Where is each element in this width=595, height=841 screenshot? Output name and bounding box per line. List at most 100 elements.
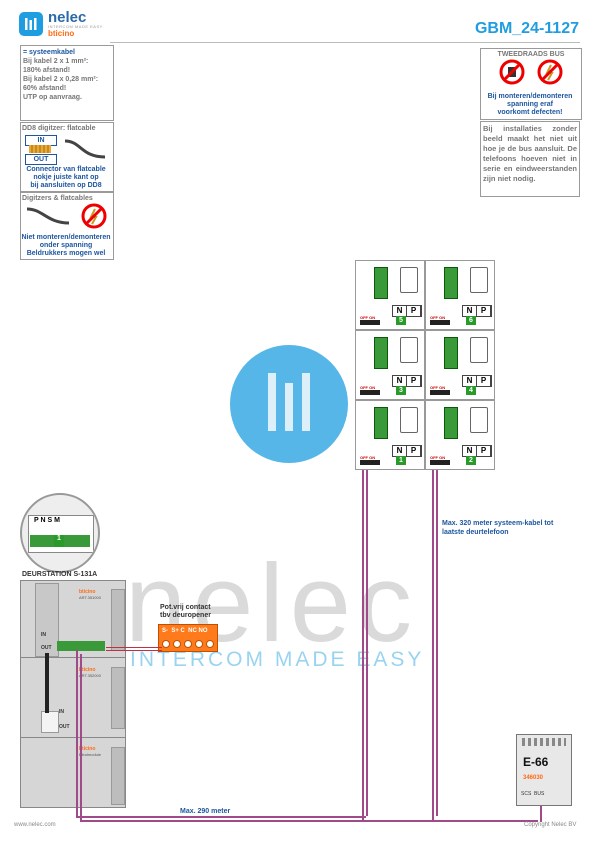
brand-tagline: INTERCOM MADE EASY [48, 24, 103, 29]
off-on-switch: OFF ON [430, 455, 446, 460]
off-on-switch: OFF ON [430, 385, 446, 390]
phone-address-number: 2 [466, 456, 476, 465]
phone-terminal-column [374, 407, 388, 439]
twowire-title: TWEEDRAADS BUS [497, 51, 565, 58]
phone-terminal-column [444, 267, 458, 299]
module-brand: bticino [79, 589, 96, 595]
phone-terminal-column [444, 337, 458, 369]
note-line: UTP op aanvraag. [23, 94, 83, 101]
n-label: N [393, 306, 407, 316]
digitizers-title: Digitzers & flatcables [22, 195, 93, 202]
note-line: 180% afstand! [23, 67, 71, 74]
off-on-switch: OFF ON [360, 315, 376, 320]
watermark-tagline: INTERCOM MADE EASY [130, 648, 425, 671]
module-code: ART.351000 [79, 595, 101, 600]
footer-url[interactable]: www.nelec.com [14, 822, 56, 828]
contact-screws [162, 640, 214, 648]
terminal-number: 1 [54, 535, 64, 547]
terminal-labels: P N S M [34, 517, 60, 524]
p-label: P [477, 376, 491, 386]
digitizers-text: onder spanning [39, 242, 93, 249]
twowire-text: voorkomt defecten! [497, 109, 563, 116]
phone-terminal-column [374, 337, 388, 369]
digitizers-text: Niet monteren/demonteren [21, 234, 111, 241]
out-label: OUT [25, 154, 57, 165]
bus-wire [80, 820, 538, 822]
riser-cable-label: Max. 320 meter systeem-kabel tot laatste… [442, 520, 554, 536]
watermark-circle-icon [230, 345, 348, 463]
bottom-cable-label: Max. 290 meter [180, 808, 231, 815]
systemcable-note: = systeemkabel Bij kabel 2 x 1 mm²: 180%… [20, 45, 114, 121]
dd8-title: DD8 digitzer: flatcable [22, 125, 96, 132]
door-opener-contact: S- S+ C NC NO [158, 624, 218, 652]
module-terminal-strip [57, 641, 105, 651]
psu-model: E-66 [523, 755, 549, 769]
module-brand: bticino [79, 746, 96, 752]
n-label: N [463, 306, 477, 316]
twowire-text: Bij monteren/demonteren [487, 93, 573, 100]
psu-bus-label: SCS BUS [521, 791, 545, 797]
p-label: P [407, 376, 421, 386]
nelec-logo-icon [19, 12, 43, 36]
systemcable-title: = systeemkabel [23, 49, 75, 56]
phone-address-number: 1 [396, 456, 406, 465]
bus-wire [76, 650, 78, 818]
screw-icon [162, 640, 170, 648]
n-label: N [463, 446, 477, 456]
phone-address-number: 3 [396, 386, 406, 395]
module-brand: bticino [79, 667, 96, 673]
riser-wire [366, 260, 368, 816]
screw-icon [173, 640, 181, 648]
p-label: P [407, 306, 421, 316]
phone-address-number: 4 [466, 386, 476, 395]
bus-wire [80, 654, 82, 820]
off-on-switch: OFF ON [360, 455, 376, 460]
bus-wire [540, 800, 542, 822]
phone-terminal-column [374, 267, 388, 299]
digitizers-note: Digitzers & flatcables Niet monteren/dem… [20, 192, 114, 260]
handset-icon [470, 337, 488, 363]
dip-switch-icon [360, 390, 380, 395]
n-label: N [393, 446, 407, 456]
handset-icon [400, 337, 418, 363]
riser-wire [362, 260, 364, 820]
dip-switch-icon [430, 460, 450, 465]
handset-icon [470, 407, 488, 433]
screw-icon [195, 640, 203, 648]
contact-wire [106, 650, 162, 651]
out-label: OUT [41, 645, 52, 651]
phone-address-number: 6 [466, 316, 476, 325]
dd8-text: nokje juiste kant op [33, 174, 99, 181]
digitizers-text: Beldrukkers mogen wel [26, 250, 106, 257]
install-note: Bij installaties zonder beeld maakt het … [480, 121, 580, 197]
flatcable-icon [29, 145, 51, 153]
contact-terminals: S- S+ C NC NO [162, 628, 208, 634]
contact-subtitle: tbv deuropener [160, 612, 211, 619]
contact-title: Pot.vrij contact [160, 604, 211, 611]
off-on-switch: OFF ON [360, 385, 376, 390]
riser-wire [432, 260, 434, 820]
phone-address-number: 5 [396, 316, 406, 325]
dip-switch-icon [360, 320, 380, 325]
screw-icon [206, 640, 214, 648]
psu-terminals [522, 738, 566, 746]
bus-wire [76, 816, 366, 818]
brand-sub: bticino [48, 29, 75, 38]
no-plug-icon [499, 59, 525, 85]
dd8-text: bij aansluiten op DD8 [30, 182, 102, 189]
flatcable-connector-icon [64, 139, 106, 159]
dd8-note: DD8 digitzer: flatcable IN OUT Connector… [20, 122, 114, 192]
terminal-zoom: P N S M 1 [20, 493, 100, 573]
out-label: OUT [59, 724, 70, 730]
twowire-note: TWEEDRAADS BUS Bij monteren/demonteren s… [480, 48, 582, 120]
off-on-switch: OFF ON [430, 315, 446, 320]
